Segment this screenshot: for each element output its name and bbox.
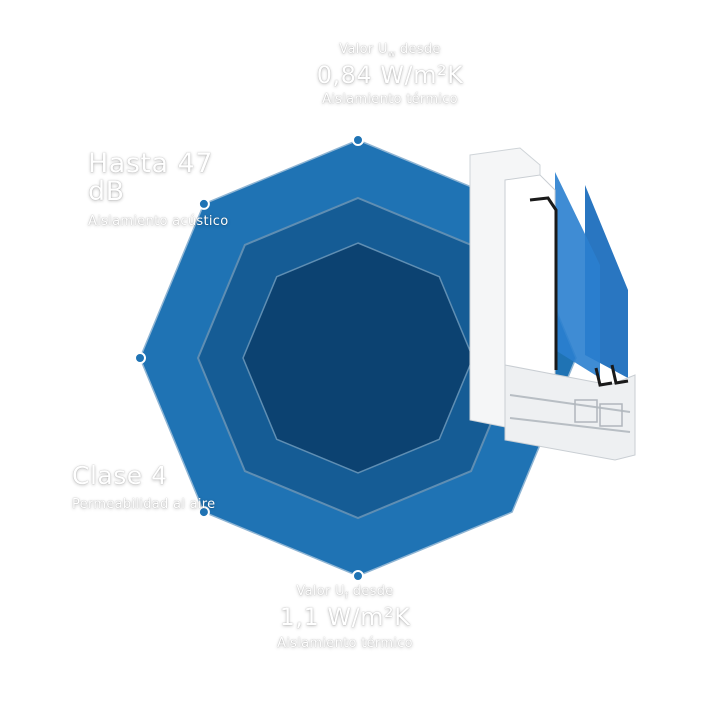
uf-heading: Valor Uf desde xyxy=(296,584,394,602)
label-acoustic: Hasta 47 dB Aislamiento acústico xyxy=(88,148,238,230)
glass-pane-front xyxy=(555,172,600,378)
profile-chamber xyxy=(574,399,598,423)
gasket xyxy=(594,367,613,387)
vertex-marker xyxy=(197,197,210,210)
profile-line xyxy=(509,394,631,413)
air-value: Clase 4 xyxy=(72,461,168,490)
window-profile-illustration xyxy=(469,147,636,461)
label-thermal-uf: Valor Uf desde 1,1 W/m²K Aislamiento tér… xyxy=(255,584,435,651)
frame-sash xyxy=(504,174,556,396)
uf-caption: Aislamiento térmico xyxy=(277,635,413,651)
frame-bottom xyxy=(504,364,636,461)
acoustic-value: Hasta 47 dB xyxy=(88,148,213,208)
profile-line xyxy=(509,417,631,433)
vertex-marker xyxy=(197,506,210,519)
gasket xyxy=(610,364,629,385)
gasket xyxy=(529,196,558,370)
profile-chamber xyxy=(599,403,623,427)
inner-octagon xyxy=(242,242,474,474)
uw-heading: Valor Uw desde xyxy=(339,42,441,60)
vertex-marker xyxy=(134,352,146,364)
uw-caption: Aislamiento térmico xyxy=(322,91,458,107)
acoustic-caption: Aislamiento acústico xyxy=(88,213,229,229)
vertex-marker xyxy=(352,570,364,582)
uw-value: 0,84 W/m²K xyxy=(316,60,464,89)
vertex-marker xyxy=(352,134,364,146)
label-thermal-uw: Valor Uw desde 0,84 W/m²K Aislamiento té… xyxy=(305,42,475,107)
label-air-permeability: Clase 4 Permeabilidad al aire xyxy=(72,462,242,513)
uf-value: 1,1 W/m²K xyxy=(279,602,411,631)
air-caption: Permeabilidad al aire xyxy=(72,496,216,512)
marker-group xyxy=(134,134,364,582)
